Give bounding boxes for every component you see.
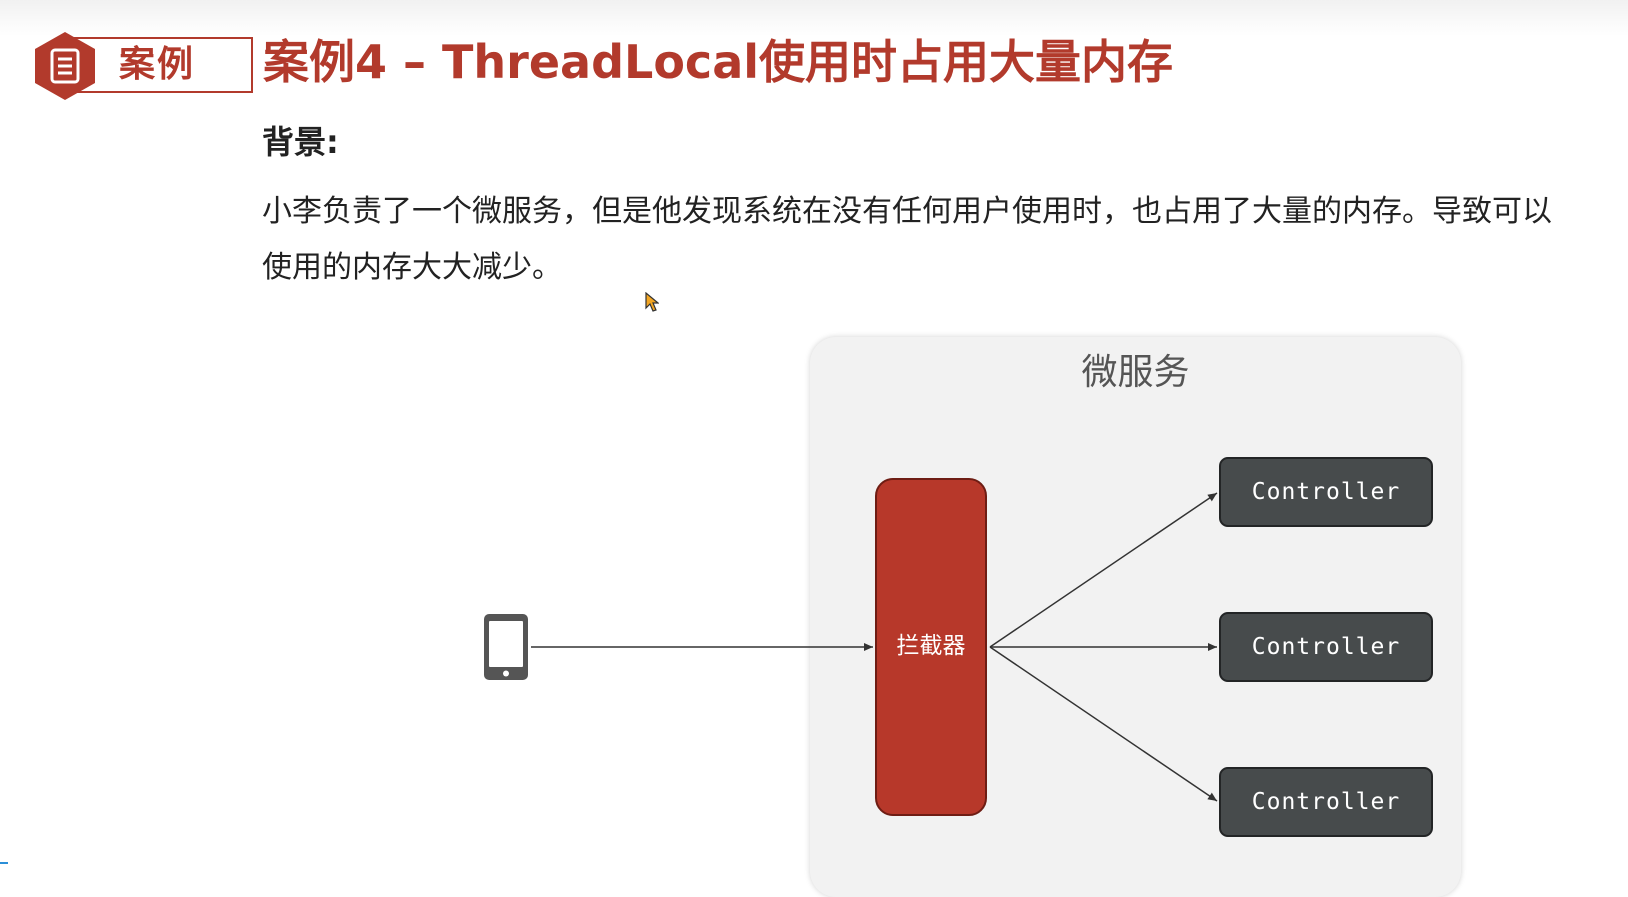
progress-line [0, 862, 8, 864]
case-badge-label: 案例 [119, 44, 196, 85]
interceptor-label: 拦截器 [896, 633, 966, 659]
case-badge-frame [73, 37, 253, 93]
smartphone-icon [484, 614, 528, 680]
microservice-label: 微服务 [1081, 352, 1190, 393]
top-shade [0, 0, 1628, 36]
controller-box: Controller [1219, 612, 1433, 682]
mouse-cursor-icon [645, 292, 659, 312]
case-badge: 案例 [33, 30, 253, 102]
document-icon [35, 32, 95, 100]
background-heading: 背景: [262, 123, 339, 161]
controller-box: Controller [1219, 457, 1433, 527]
arrow-interceptor-to-controller-3 [989, 646, 1218, 802]
arrow-interceptor-to-controller-1 [989, 492, 1218, 648]
background-text: 小李负责了一个微服务，但是他发现系统在没有任何用户使用时，也占用了大量的内存。导… [262, 194, 1552, 285]
controller-box: Controller [1219, 767, 1433, 837]
interceptor-block [875, 478, 987, 816]
page-title: 案例4 – ThreadLocal使用时占用大量内存 [263, 35, 1174, 89]
